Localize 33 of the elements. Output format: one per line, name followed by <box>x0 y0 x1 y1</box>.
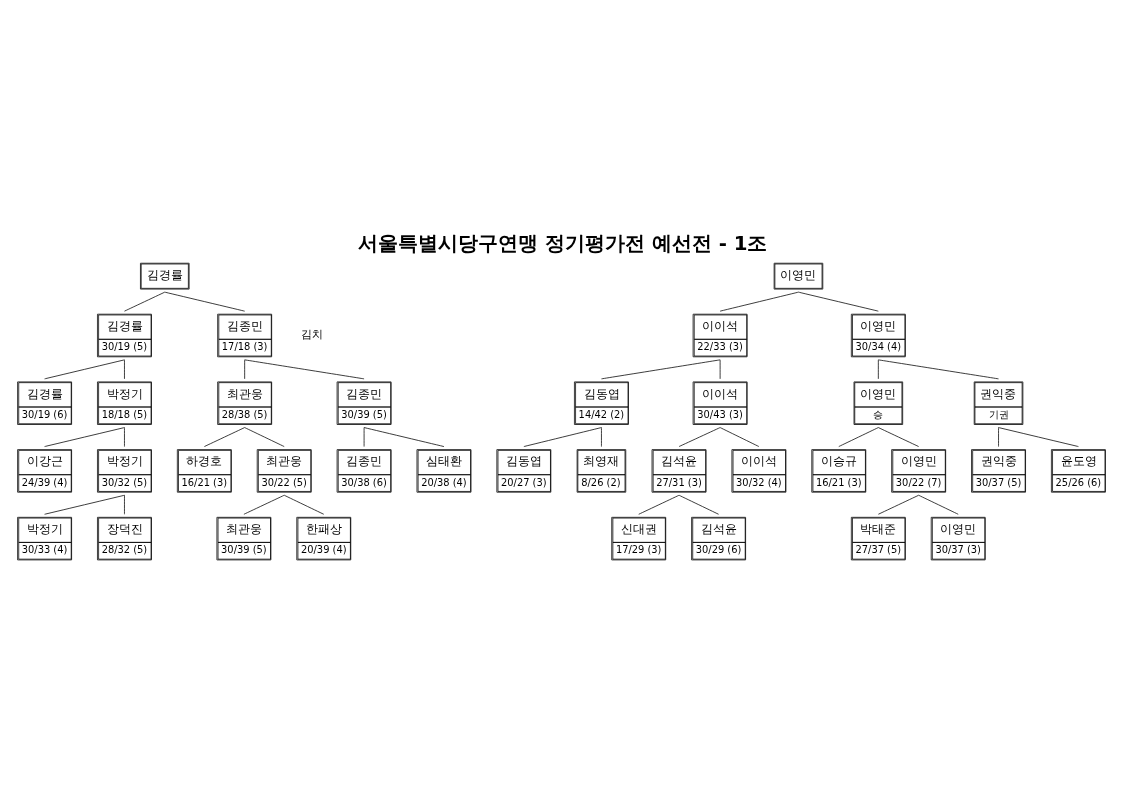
connector <box>638 494 680 515</box>
connector <box>44 494 125 515</box>
connector <box>918 494 959 515</box>
label: 김치 <box>301 327 324 341</box>
connector <box>44 426 125 447</box>
connector <box>244 426 285 447</box>
connector <box>998 426 999 447</box>
connector <box>719 291 799 312</box>
diagram-title: 서울특별시당구연맹 정기평가전 예선전 - 1조 <box>358 231 768 255</box>
connector <box>838 426 879 447</box>
connector <box>877 358 999 379</box>
connector <box>998 426 1079 447</box>
connector <box>244 358 365 379</box>
connector <box>283 494 325 515</box>
connector <box>164 291 246 312</box>
connector <box>678 494 719 515</box>
connector <box>363 426 365 447</box>
connector <box>719 426 760 447</box>
connector <box>44 358 125 379</box>
connector <box>798 291 879 312</box>
connector <box>203 426 246 447</box>
connector <box>124 494 125 515</box>
connector <box>243 494 285 515</box>
connector <box>124 426 125 447</box>
connector <box>601 358 721 379</box>
connector <box>363 426 445 447</box>
connector <box>523 426 602 447</box>
connector <box>877 494 920 515</box>
connector <box>601 426 602 447</box>
connector <box>124 291 166 312</box>
connector <box>124 358 125 379</box>
connector <box>678 426 721 447</box>
connector <box>877 426 920 447</box>
